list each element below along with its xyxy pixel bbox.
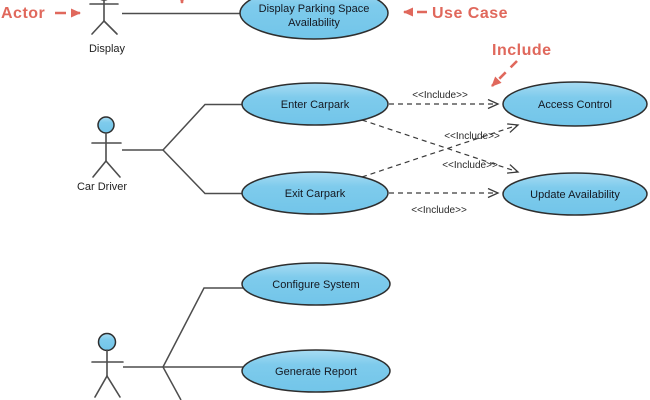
- use-case-label: Availability: [288, 17, 340, 29]
- use-case-label: Enter Carpark: [281, 99, 350, 111]
- actor-administrator[interactable]: [91, 332, 124, 398]
- use-case-enter-carpark[interactable]: Enter Carpark: [241, 82, 389, 126]
- use-case-label: Access Control: [538, 99, 612, 111]
- use-case-shape: [241, 262, 391, 306]
- actor-leg: [103, 20, 118, 35]
- actor-leg: [105, 160, 121, 178]
- association-admin-to-configure-system[interactable]: [162, 287, 243, 368]
- use-case-shape: [241, 349, 391, 393]
- association-car-driver-to-enter-carpark[interactable]: [162, 103, 242, 151]
- include-stereotype-label: <<Include>>: [411, 205, 467, 216]
- use-case-shape: [241, 171, 389, 215]
- include-stereotype-label: <<Include>>: [442, 160, 498, 171]
- callout-include-arrow: [491, 60, 518, 87]
- use-case-label: Generate Report: [275, 366, 357, 378]
- include-dependencies: <<Include>> <<Include>> <<Include>> <<In…: [361, 90, 518, 216]
- use-case-update-availability[interactable]: Update Availability: [502, 172, 648, 216]
- actor-display[interactable]: Display: [89, 0, 126, 55]
- actor-head: [97, 116, 115, 134]
- actor-car-driver[interactable]: Car Driver: [77, 116, 127, 193]
- actor-leg: [92, 160, 107, 178]
- use-case-label: Update Availability: [530, 189, 620, 201]
- associations: [122, 12, 243, 400]
- use-case-display-parking-availability[interactable]: Display Parking Space Availability: [239, 0, 389, 40]
- actor-name-label: Display: [89, 43, 126, 55]
- use-case-shape: [241, 82, 389, 126]
- use-case-exit-carpark[interactable]: Exit Carpark: [241, 171, 389, 215]
- use-case-shape: [502, 172, 648, 216]
- callout-use-case-label: Use Case: [432, 5, 508, 22]
- actor-leg: [91, 20, 105, 35]
- use-case-label: Exit Carpark: [285, 188, 346, 200]
- use-case-configure-system[interactable]: Configure System: [241, 262, 391, 306]
- callout-include: Include: [491, 42, 552, 87]
- include-enter-carpark-to-update-availability[interactable]: [361, 119, 518, 172]
- association-admin-to-offscreen-use-case[interactable]: [162, 366, 182, 400]
- use-case-shape: [239, 0, 389, 40]
- include-stereotype-label: <<Include>>: [412, 90, 468, 101]
- association-car-driver-to-exit-carpark[interactable]: [162, 149, 242, 195]
- use-case-label: Display Parking Space: [259, 3, 370, 15]
- callout-include-label: Include: [492, 42, 552, 59]
- use-case-shape: [502, 81, 648, 127]
- actor-leg: [94, 375, 108, 398]
- use-case-label: Configure System: [272, 279, 359, 291]
- use-case-access-control[interactable]: Access Control: [502, 81, 648, 127]
- callout-actor: Actor: [1, 5, 81, 22]
- include-stereotype-label: <<Include>>: [444, 131, 500, 142]
- include-exit-carpark-to-access-control[interactable]: [361, 125, 518, 178]
- actor-leg: [106, 375, 121, 398]
- use-case-generate-report[interactable]: Generate Report: [241, 349, 391, 393]
- actor-name-label: Car Driver: [77, 181, 127, 193]
- actor-head: [97, 332, 117, 352]
- callout-use-case: Use Case: [403, 5, 508, 22]
- callout-actor-label: Actor: [1, 5, 45, 22]
